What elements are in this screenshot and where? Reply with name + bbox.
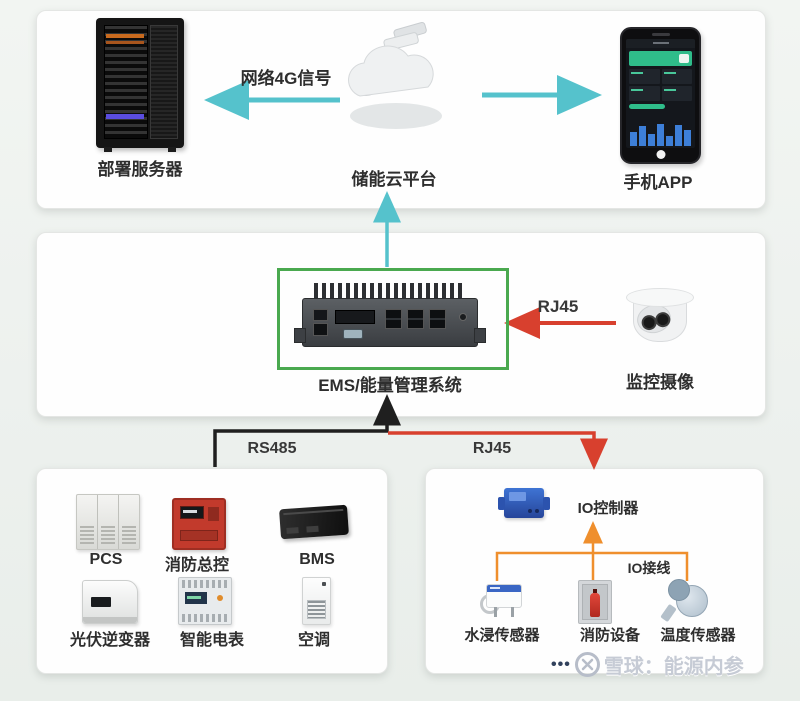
sensor-cap [668, 579, 690, 601]
usb-ports [385, 309, 402, 329]
rj45-label: RJ45 [472, 440, 512, 457]
rack-foot [168, 147, 176, 152]
camera-label: 监控摄像 [626, 373, 694, 392]
power-button [459, 313, 467, 321]
rack-led [106, 114, 144, 119]
temperature-sensor-label: 温度传感器 [660, 627, 736, 644]
smart-meter-label: 智能电表 [179, 632, 245, 649]
server-rack-image [96, 18, 184, 152]
camera-lens [653, 310, 672, 329]
pv-inverter-image [82, 580, 138, 624]
meter-button [217, 595, 223, 601]
server-label: 部署服务器 [97, 160, 183, 179]
ethernet-port [313, 309, 328, 321]
fire-panel-screen [180, 506, 204, 519]
bms-label: BMS [299, 551, 335, 568]
cloud-label: 储能云平台 [351, 170, 437, 189]
watermark: ••• 雪球：能源内参 [551, 650, 744, 679]
meter-terminals [182, 580, 228, 588]
phone-screen [626, 39, 695, 148]
app-label: 手机APP [623, 173, 693, 192]
fire-panel-keys [208, 507, 219, 521]
sensor-head [676, 585, 708, 617]
io-controller-label: IO控制器 [577, 500, 639, 517]
pcs-label: PCS [89, 551, 123, 568]
cloud-icon [348, 21, 442, 129]
water-sensor-band [487, 585, 521, 592]
io-controller-tag [509, 492, 526, 501]
bms-image [279, 504, 349, 540]
phone-speaker [651, 33, 670, 36]
pcs-image [76, 494, 140, 550]
camera-rj45-label: RJ45 [537, 297, 579, 316]
ems-highlight-frame [277, 268, 509, 370]
rs485-label: RS485 [247, 440, 297, 457]
camera-image [620, 288, 698, 344]
usb-ports [407, 309, 424, 329]
water-sensor-image [480, 582, 524, 622]
signal-4g-label: 网络4G信号 [240, 69, 332, 88]
temperature-sensor-image [660, 579, 710, 623]
ems-heatsink [314, 283, 466, 299]
camera-cap [626, 288, 694, 307]
extinguisher [590, 589, 600, 617]
rack-door [150, 25, 178, 139]
air-conditioner-label: 空调 [297, 632, 331, 649]
ac-grille [307, 600, 326, 619]
inverter-base [83, 617, 137, 623]
air-conditioner-image [302, 577, 331, 625]
fire-control-label: 消防总控 [164, 557, 230, 574]
sensor-probe [494, 607, 497, 617]
ethernet-port [313, 323, 328, 336]
io-wiring-label: IO接线 [627, 560, 671, 576]
fire-equipment-label: 消防设备 [579, 627, 641, 644]
watermark-text: 雪球：能源内参 [603, 656, 744, 678]
sensor-probe [511, 607, 514, 617]
camera-face [634, 301, 674, 337]
rack-units [104, 25, 148, 139]
meter-screen [185, 592, 207, 604]
sensor-stem [660, 603, 677, 623]
rack-foot [104, 147, 112, 152]
app-progress [629, 104, 665, 109]
pv-inverter-label: 光伏逆变器 [69, 632, 151, 649]
fire-equipment-image [578, 580, 612, 624]
meter-terminals [182, 614, 228, 622]
io-controller-pins [535, 509, 539, 513]
smart-meter-image [178, 577, 232, 625]
fire-control-image [172, 498, 226, 550]
water-sensor-body [486, 584, 522, 617]
fire-panel-slot [180, 530, 218, 541]
usb-ports [429, 309, 446, 329]
ems-label: EMS/能量管理系统 [318, 376, 462, 395]
ac-display [322, 582, 326, 586]
vga-port [343, 329, 363, 339]
app-banner [629, 51, 692, 66]
water-sensor-label: 水浸传感器 [464, 627, 540, 644]
phone-home-button [656, 150, 665, 159]
watermark-dots: ••• [551, 655, 571, 673]
ems-chassis [294, 298, 486, 347]
app-cards [629, 69, 692, 101]
inverter-screen [91, 597, 111, 607]
fire-cabinet-window [582, 584, 608, 620]
xueqiu-logo-icon [574, 652, 600, 677]
expansion-slot [335, 310, 375, 324]
app-bar-chart [630, 121, 691, 146]
io-controller-image [498, 488, 550, 518]
phone-image [620, 27, 701, 164]
rack-led [106, 34, 144, 38]
rack-led [106, 41, 144, 44]
ems-device-image [294, 283, 486, 347]
app-header [626, 39, 695, 48]
